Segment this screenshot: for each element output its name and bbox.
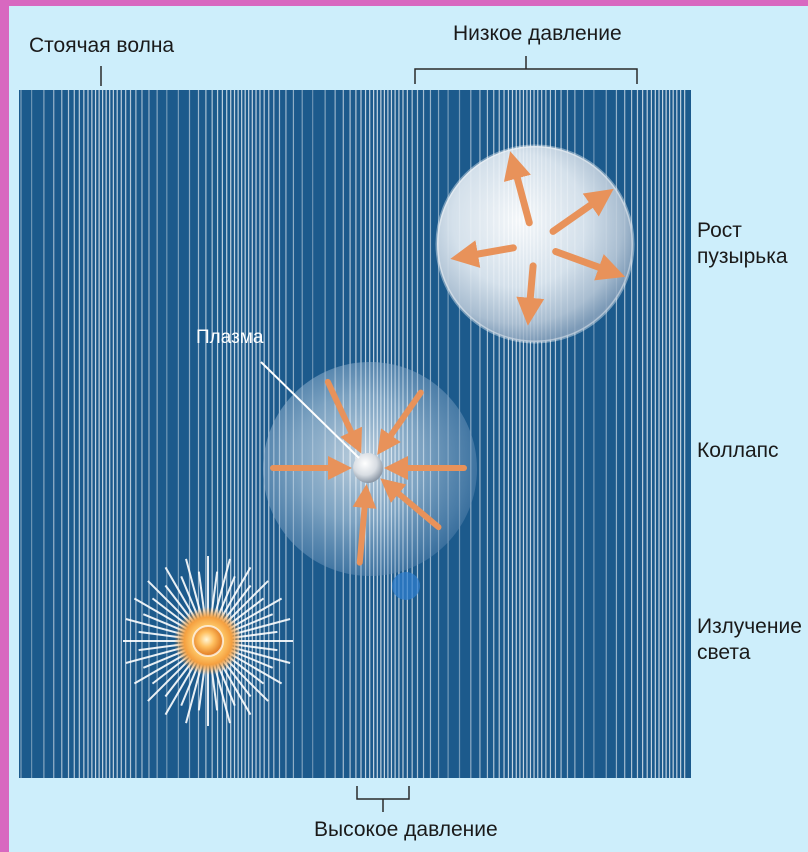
diagram-frame: Стоячая волна Низкое давление Высокое да… xyxy=(9,6,808,852)
light-rays xyxy=(123,556,293,726)
light-core xyxy=(193,626,223,656)
force-arrow xyxy=(516,262,545,326)
expansion-arrows xyxy=(450,151,626,326)
light-flash xyxy=(123,556,293,726)
collapse-arrows xyxy=(270,378,467,566)
label-brackets xyxy=(100,56,638,812)
light-ray xyxy=(133,597,188,630)
light-ray xyxy=(219,661,252,716)
label-light-emission: Излучение света xyxy=(697,615,802,664)
light-ray xyxy=(230,618,291,636)
force-arrow xyxy=(324,378,362,454)
light-ray xyxy=(230,646,291,664)
force-arrow xyxy=(450,240,517,268)
force-arrow xyxy=(380,478,442,531)
label-bubble-growth: Рост пузырька xyxy=(697,219,788,268)
label-plasma: Плазма xyxy=(196,327,264,348)
collapsing-bubble xyxy=(260,361,477,600)
light-ray xyxy=(213,663,231,724)
plasma-core xyxy=(353,453,383,483)
growing-bubble xyxy=(435,144,635,344)
light-ray xyxy=(164,661,197,716)
light-ray xyxy=(185,558,203,619)
label-low-pressure: Низкое давление xyxy=(453,22,622,45)
light-ray xyxy=(125,646,186,664)
light-ray xyxy=(224,657,269,702)
light-ray xyxy=(219,566,252,621)
light-ray xyxy=(228,652,283,685)
light-ray xyxy=(125,618,186,636)
force-arrow xyxy=(503,151,533,227)
plasma-pointer xyxy=(260,361,360,459)
light-ray xyxy=(133,652,188,685)
light-ray xyxy=(147,657,192,702)
light-ray xyxy=(224,580,269,625)
label-standing-wave: Стоячая волна xyxy=(29,34,175,57)
force-arrow xyxy=(377,389,424,455)
label-high-pressure: Высокое давление xyxy=(314,818,498,841)
light-ray xyxy=(147,580,192,625)
sonoluminescence-diagram xyxy=(19,56,691,812)
light-ray xyxy=(228,597,283,630)
light-ray xyxy=(164,566,197,621)
force-arrow xyxy=(352,483,377,566)
label-collapse: Коллапс xyxy=(697,439,779,462)
light-ray xyxy=(213,558,231,619)
force-arrow xyxy=(549,188,614,235)
light-ray xyxy=(185,663,203,724)
force-arrow xyxy=(552,248,626,281)
